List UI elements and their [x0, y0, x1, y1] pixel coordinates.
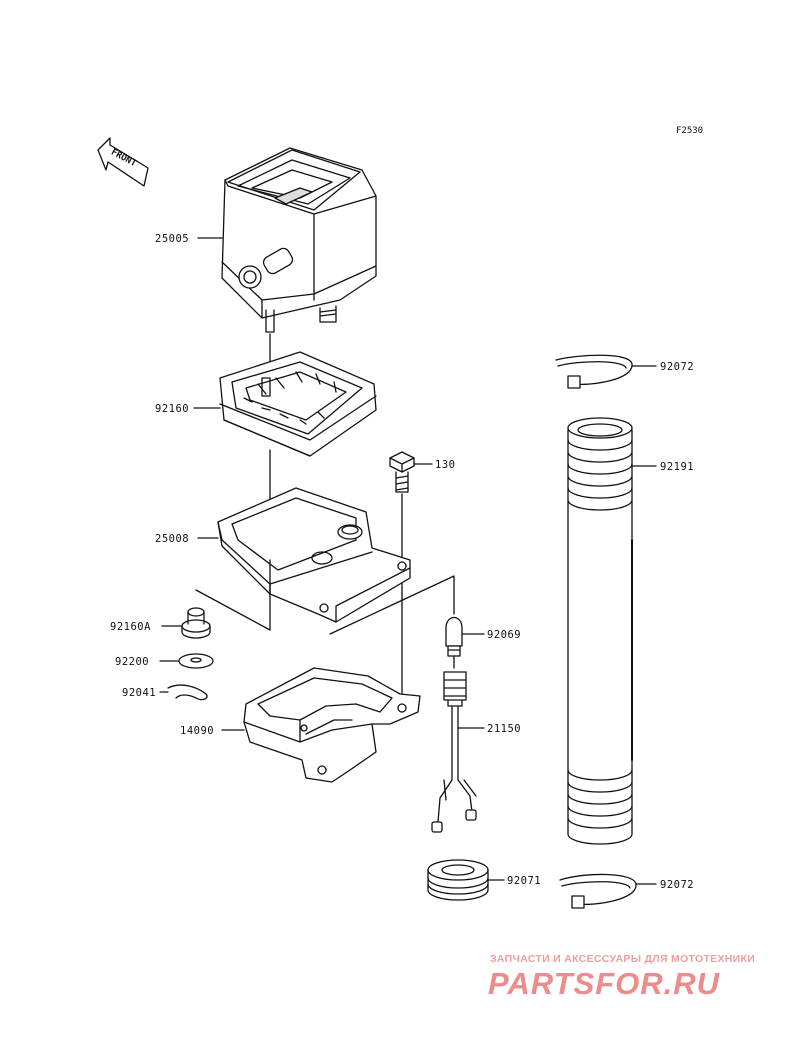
- band-bottom-part: [559, 873, 637, 909]
- bulb-part: [445, 616, 463, 657]
- part-label-band-bottom: 92072: [660, 879, 694, 891]
- part-label-socket: 21150: [487, 723, 521, 735]
- part-label-cover: 14090: [180, 725, 214, 737]
- bolt-part: [389, 451, 415, 493]
- grommet-part: [427, 859, 489, 901]
- case-part: [217, 487, 411, 623]
- pin-part: [167, 684, 208, 701]
- damper-part: [181, 607, 211, 639]
- part-label-band-top: 92072: [660, 361, 694, 373]
- band-top-part: [555, 354, 633, 389]
- part-label-washer: 92200: [115, 656, 149, 668]
- speedometer-part: [221, 147, 377, 333]
- part-label-case: 25008: [155, 533, 189, 545]
- part-label-bolt: 130: [435, 459, 455, 471]
- part-label-pin: 92041: [122, 687, 156, 699]
- front-arrow-icon: FRONT: [97, 137, 149, 187]
- part-label-gasket: 92160: [155, 403, 189, 415]
- part-label-grommet: 92071: [507, 875, 541, 887]
- gasket-part: [219, 351, 377, 457]
- part-label-tube: 92191: [660, 461, 694, 473]
- figure-code: F2530: [676, 126, 703, 136]
- cover-part: [243, 667, 421, 783]
- watermark-subtitle: ЗАПЧАСТИ И АКСЕССУАРЫ ДЛЯ МОТОТЕХНИКИ: [490, 953, 756, 965]
- tube-part: [567, 417, 633, 845]
- watermark-logo: PARTSFOR.RU: [488, 966, 721, 1001]
- part-label-bulb: 92069: [487, 629, 521, 641]
- part-label-speedometer: 25005: [155, 233, 189, 245]
- socket-part: [431, 671, 477, 833]
- part-label-damper: 92160A: [110, 621, 151, 633]
- washer-part: [178, 653, 214, 669]
